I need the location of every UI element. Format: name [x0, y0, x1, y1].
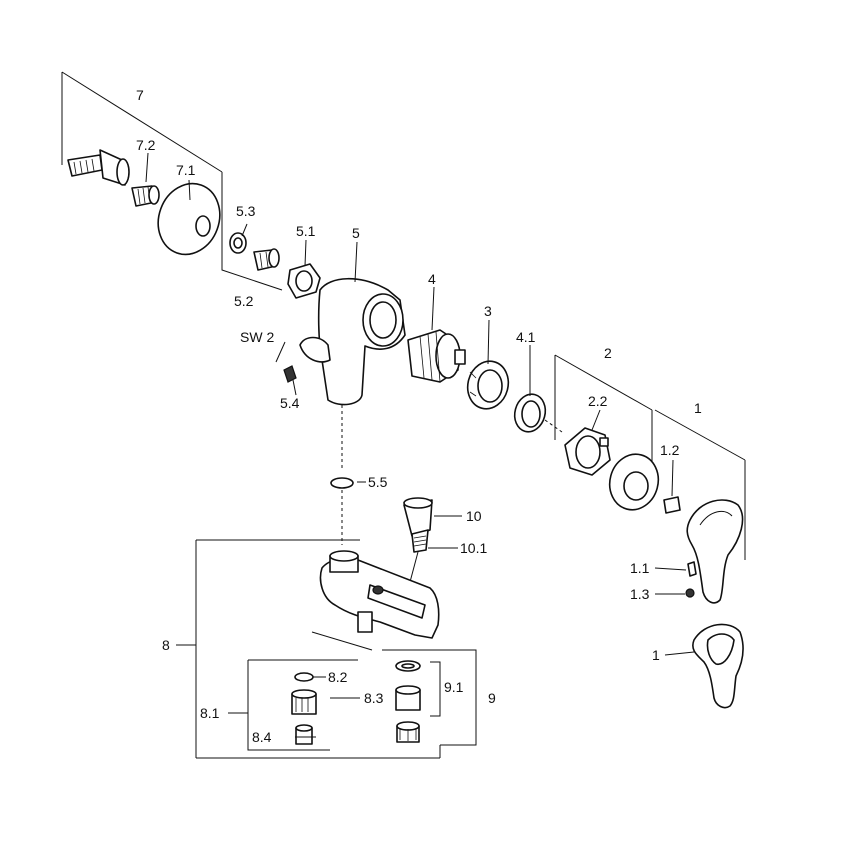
part-sw2-set-screw [275, 341, 297, 396]
part-4-cartridge [407, 329, 466, 383]
label-8: 8 [162, 637, 170, 653]
part-9-aerator-housing [395, 685, 421, 743]
label-2: 2 [604, 345, 612, 361]
label-1-top: 1 [694, 400, 702, 416]
label-4: 4 [428, 271, 436, 287]
part-2-2-adapter [564, 427, 611, 476]
group-1-bracket [651, 409, 746, 560]
label-7-1: 7.1 [176, 162, 196, 178]
part-7-eccentric-connector [67, 149, 130, 186]
label-5: 5 [352, 225, 360, 241]
label-10-1: 10.1 [460, 540, 487, 556]
part-7-2-nipple [131, 185, 160, 207]
group-8-bracket [195, 539, 441, 759]
label-1-1: 1.1 [630, 560, 650, 576]
part-3-ring-nut [466, 360, 510, 410]
label-7-2: 7.2 [136, 137, 156, 153]
part-5-5-o-ring [330, 477, 354, 545]
part-labels: 7 7.2 7.1 5.3 5.2 5.1 5 4 3 4.1 2 2.2 1 … [136, 87, 702, 745]
label-8-3: 8.3 [364, 690, 384, 706]
part-1-1-screw [687, 561, 697, 577]
part-2-cover [608, 453, 660, 511]
label-4-1: 4.1 [516, 329, 536, 345]
label-5-1: 5.1 [296, 223, 316, 239]
group-8-1-bracket [247, 659, 358, 751]
label-5-2: 5.2 [234, 293, 254, 309]
label-10: 10 [466, 508, 482, 524]
label-1-3: 1.3 [630, 586, 650, 602]
label-9: 9 [488, 690, 496, 706]
part-8-2-o-ring [294, 672, 314, 682]
group-5-2-bracket [221, 228, 283, 291]
part-1-lever-handle [686, 499, 744, 604]
label-1-2: 1.2 [660, 442, 680, 458]
part-4-1-ring [513, 393, 563, 433]
leader-lines [145, 152, 695, 738]
label-5-3: 5.3 [236, 203, 256, 219]
part-7-1-rosette [157, 182, 221, 256]
part-8-4-insert [295, 724, 313, 745]
label-sw2: SW 2 [240, 329, 274, 345]
part-9-1-seal [395, 660, 421, 672]
label-9-1: 9.1 [444, 679, 464, 695]
part-5-mixer-body [299, 278, 406, 470]
label-3: 3 [484, 303, 492, 319]
part-5-1-nut [287, 263, 321, 299]
label-8-1: 8.1 [200, 705, 220, 721]
group-9-bracket [382, 649, 477, 746]
label-8-2: 8.2 [328, 669, 348, 685]
label-5-5: 5.5 [368, 474, 388, 490]
part-5-3-washer [229, 232, 247, 254]
part-8-3-aerator [291, 689, 317, 715]
label-8-4: 8.4 [252, 729, 272, 745]
label-2-2: 2.2 [588, 393, 608, 409]
label-5-4: 5.4 [280, 395, 300, 411]
part-8-spout [319, 550, 440, 639]
part-1-assembled-handle [692, 623, 744, 709]
part-5-2-nipple [253, 248, 280, 271]
label-7: 7 [136, 87, 144, 103]
group-7-bracket [61, 71, 223, 228]
part-1-3-cap [685, 588, 695, 598]
part-1-2-insert [663, 496, 681, 514]
part-10-diverter-knob [403, 497, 433, 583]
label-1-bottom: 1 [652, 647, 660, 663]
